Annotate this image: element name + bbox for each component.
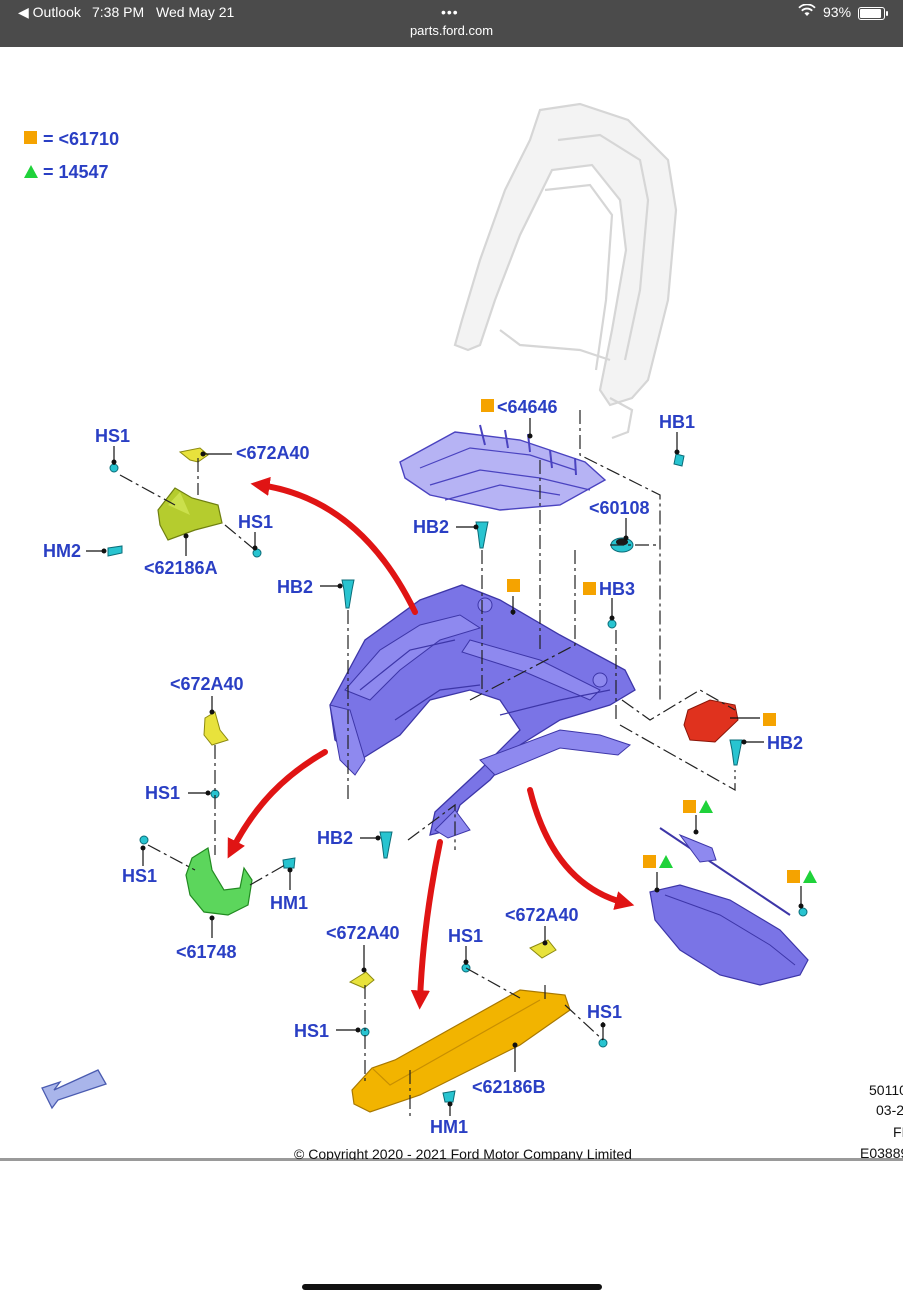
label-672a40: <672A40 xyxy=(505,905,579,925)
url-bar[interactable]: parts.ford.com xyxy=(409,23,494,38)
status-time: 7:38 PM xyxy=(92,4,145,20)
assembly-lines xyxy=(119,410,736,1120)
parts-diagram: = <61710 = 14547 xyxy=(24,102,903,1160)
label-672a40: <672A40 xyxy=(326,923,400,943)
leader-lines xyxy=(86,418,804,1116)
label-hs1: HS1 xyxy=(122,866,157,886)
legend-square-label: = <61710 xyxy=(43,129,119,149)
red-arrows xyxy=(227,476,635,1010)
battery-percent: 93% xyxy=(823,4,852,20)
status-date: Wed May 21 xyxy=(156,4,235,20)
diagram-reference: E03889 xyxy=(860,1145,903,1160)
label-hm2: HM2 xyxy=(43,541,81,561)
battery-icon xyxy=(858,7,888,20)
legend-triangle-label: = 14547 xyxy=(43,162,109,182)
bracket-62186a xyxy=(157,487,223,541)
label-hb3: HB3 xyxy=(599,579,635,599)
label-hm1: HM1 xyxy=(430,1117,468,1137)
label-hs1: HS1 xyxy=(238,512,273,532)
label-hb2: HB2 xyxy=(767,733,803,753)
clip-672a40-top xyxy=(178,447,209,463)
clip-672a40-bottom-right xyxy=(529,939,557,959)
seat-cushion-frame xyxy=(329,584,636,839)
page-bottom-divider xyxy=(0,1158,903,1161)
label-64646: <64646 xyxy=(497,397,558,417)
part-markers xyxy=(481,399,817,883)
back-to-app-button[interactable]: ◀ Outlook xyxy=(18,4,81,20)
label-hm1: HM1 xyxy=(270,893,308,913)
bracket-61748 xyxy=(185,847,253,916)
label-hs1: HS1 xyxy=(95,426,130,446)
fasteners xyxy=(107,453,808,1103)
status-bar: ◀ Outlook 7:38 PM Wed May 21 ••• parts.f… xyxy=(0,0,903,47)
ellipsis-icon[interactable]: ••• xyxy=(441,4,459,20)
label-62186b: <62186B xyxy=(472,1077,546,1097)
label-hs1: HS1 xyxy=(587,1002,622,1022)
copyright-text: © Copyright 2020 - 2021 Ford Motor Compa… xyxy=(294,1146,632,1160)
seat-track-assembly xyxy=(649,827,809,986)
label-hs1: HS1 xyxy=(145,783,180,803)
label-hb1: HB1 xyxy=(659,412,695,432)
home-indicator[interactable] xyxy=(302,1284,602,1290)
seat-motor xyxy=(683,699,739,743)
clip-672a40-left xyxy=(203,711,229,746)
diagram-flag: FI xyxy=(893,1124,903,1140)
wifi-icon xyxy=(798,3,816,20)
label-hb2: HB2 xyxy=(277,577,313,597)
navigation-arrow-icon[interactable] xyxy=(41,1069,107,1110)
label-60108: <60108 xyxy=(589,498,650,518)
clip-672a40-bottom-left xyxy=(348,971,375,989)
legend-triangle-icon xyxy=(24,165,38,178)
label-hs1: HS1 xyxy=(294,1021,329,1041)
label-hb2: HB2 xyxy=(413,517,449,537)
seat-back-frame xyxy=(453,102,678,440)
label-672a40: <672A40 xyxy=(236,443,310,463)
seat-suspension-mat xyxy=(399,424,607,511)
label-hs1: HS1 xyxy=(448,926,483,946)
label-61748: <61748 xyxy=(176,942,237,962)
legend-square-icon xyxy=(24,131,37,144)
diagram-date: 03-2 xyxy=(876,1102,903,1118)
label-hb2: HB2 xyxy=(317,828,353,848)
label-672a40: <672A40 xyxy=(170,674,244,694)
label-62186a: <62186A xyxy=(144,558,218,578)
